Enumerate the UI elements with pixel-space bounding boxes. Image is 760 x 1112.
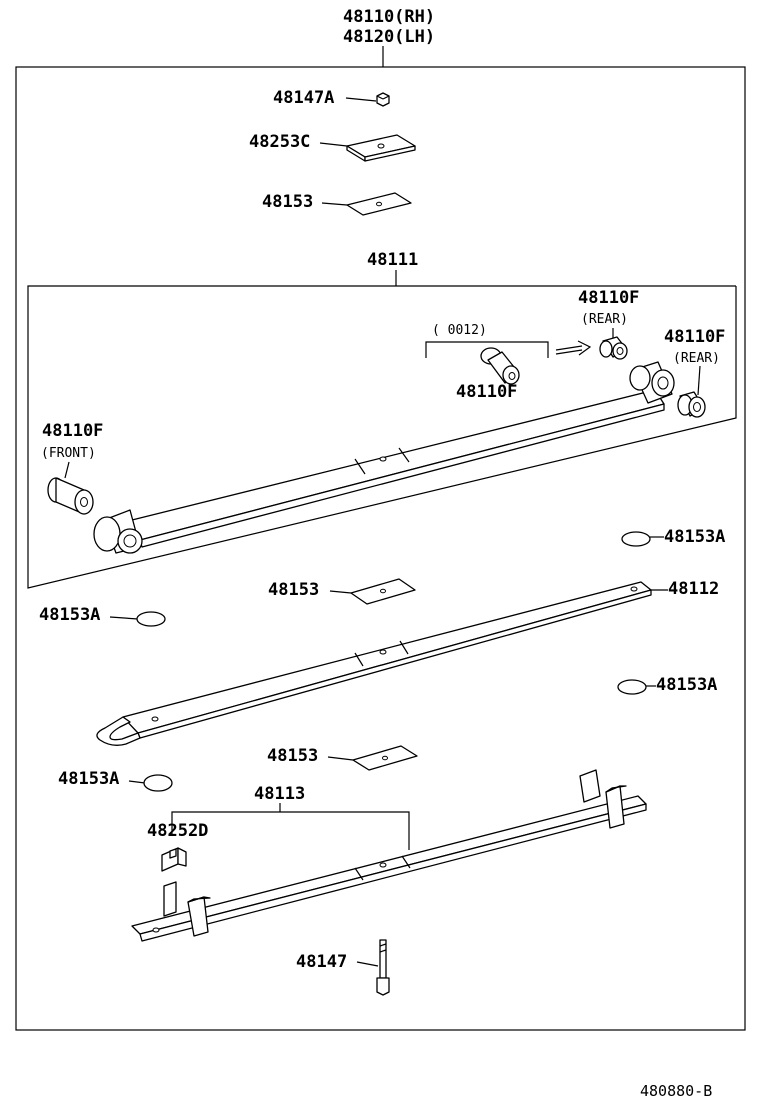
label-bushing-rear-1: 48110F <box>578 288 639 308</box>
label-third-leaf: 48113 <box>254 784 305 804</box>
lower-insert-part <box>352 745 418 771</box>
leader-center-bolt <box>356 961 379 967</box>
assembly-frame <box>15 66 746 1031</box>
leader-upper-insert <box>321 202 348 206</box>
round-insert-right-1-part <box>621 531 651 547</box>
label-center-bolt: 48147 <box>296 952 347 972</box>
label-second-leaf: 48112 <box>668 579 719 599</box>
leader-nut <box>345 97 377 102</box>
assembly-number-rh: 48110(RH) <box>343 7 435 27</box>
label-main-leaf: 48111 <box>367 250 418 270</box>
leader-bushing-front <box>64 461 70 479</box>
main-leaf-part <box>93 361 675 554</box>
main-leaf-frame <box>27 285 737 589</box>
third-leaf-bracket <box>171 811 410 850</box>
arrow-icon <box>555 340 592 356</box>
second-leaf-part <box>96 581 652 746</box>
label-upper-insert: 48153 <box>262 192 313 212</box>
label-bushing-alt-note: ( 0012) <box>432 323 487 338</box>
leader-bushing-rear-2 <box>697 365 701 396</box>
label-bushing-rear-2: 48110F <box>664 327 725 347</box>
label-clip: 48252D <box>147 821 208 841</box>
label-bushing-alt: 48110F <box>456 382 517 402</box>
label-bushing-rear-2-note: (REAR) <box>673 351 720 366</box>
leader-lower-insert <box>327 756 354 761</box>
label-round-insert-left-1: 48153A <box>39 605 100 625</box>
label-nut: 48147A <box>273 88 334 108</box>
clip-part <box>161 847 187 872</box>
round-insert-left-1-part <box>136 611 166 627</box>
leader-top-plate <box>319 142 348 147</box>
label-round-insert-left-2: 48153A <box>58 769 119 789</box>
label-round-insert-right-1: 48153A <box>664 527 725 547</box>
bushing-alt-bracket <box>425 341 549 358</box>
label-bushing-front-note: (FRONT) <box>41 446 96 461</box>
diagram-code: 480880-B <box>640 1082 712 1100</box>
label-round-insert-right-2: 48153A <box>656 675 717 695</box>
middle-insert-part <box>350 578 416 605</box>
label-bushing-rear-1-note: (REAR) <box>581 312 628 327</box>
label-top-plate: 48253C <box>249 132 310 152</box>
bushing-rear-2-part <box>677 391 706 418</box>
leader-round-insert-left-1 <box>109 616 139 620</box>
upper-insert-part <box>346 192 412 216</box>
bushing-front-part <box>47 477 94 515</box>
center-bolt-part <box>376 939 390 996</box>
round-insert-left-2-part <box>143 774 173 792</box>
third-leaf-part <box>131 769 647 942</box>
label-lower-insert: 48153 <box>267 746 318 766</box>
round-insert-right-2-part <box>617 679 647 695</box>
leader-round-insert-left-2 <box>128 780 146 784</box>
nut-part <box>376 92 390 107</box>
label-middle-insert: 48153 <box>268 580 319 600</box>
top-plate-part <box>346 134 416 162</box>
bushing-alt-part <box>480 347 520 385</box>
bushing-rear-1-part <box>599 336 628 360</box>
assembly-number-lh: 48120(LH) <box>343 27 435 47</box>
leader-middle-insert <box>329 590 352 594</box>
label-bushing-front: 48110F <box>42 421 103 441</box>
